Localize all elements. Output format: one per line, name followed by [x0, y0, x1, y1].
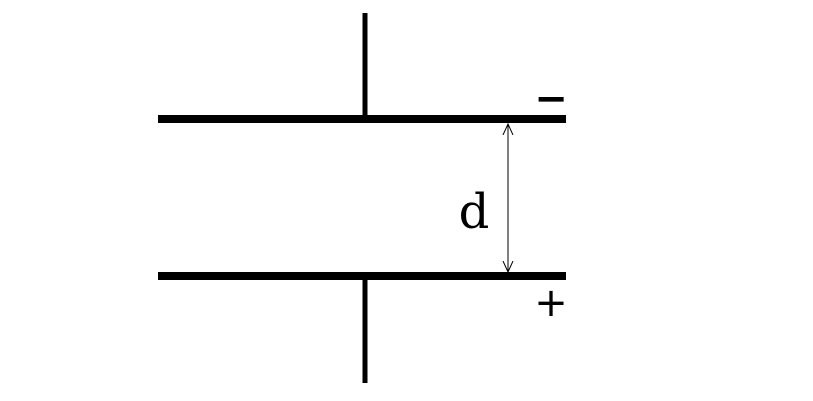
positive-sign: + [534, 280, 568, 326]
negative-sign: − [534, 76, 568, 122]
distance-label: d [459, 184, 490, 240]
